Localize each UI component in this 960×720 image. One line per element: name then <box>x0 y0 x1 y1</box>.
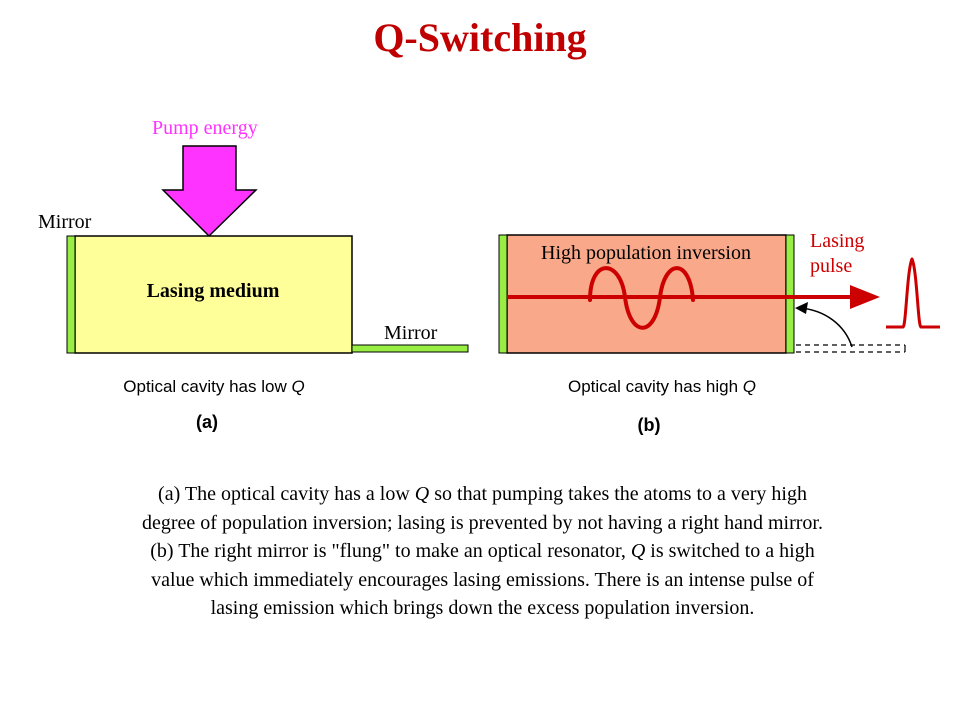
lasing-medium-label: Lasing medium <box>147 280 280 302</box>
caption-line-4: value which immediately encourages lasin… <box>151 568 814 591</box>
caption-line-1-post: so that pumping takes the atoms to a ver… <box>429 483 807 505</box>
caption-line-1-q: Q <box>414 483 430 505</box>
low-q-caption-q: Q <box>291 377 304 396</box>
figure-caption: (a) The optical cavity has a low Q so th… <box>60 480 905 623</box>
mirror-flip-curve <box>799 307 853 348</box>
lasing-medium-block <box>74 235 353 354</box>
left-mirror <box>66 235 76 354</box>
panel-a: Pump energy Mirror Lasing medium Mirror … <box>38 117 469 432</box>
high-q-caption-text: Optical cavity has high <box>568 377 743 396</box>
high-inversion-medium <box>506 234 787 354</box>
panel-b: High population inversion Lasing pulse O… <box>498 230 940 435</box>
panel-b-label: (b) <box>638 415 661 435</box>
high-inversion-label: High population inversion <box>541 242 751 264</box>
caption-line-1-pre: (a) The optical cavity has a low <box>158 483 415 505</box>
pump-arrow-icon <box>161 145 258 238</box>
high-q-caption-q: Q <box>743 377 756 396</box>
left-mirror-b <box>498 234 508 354</box>
right-mirror-label: Mirror <box>384 322 438 344</box>
lasing-pulse-label-line1: Lasing <box>810 230 864 252</box>
right-mirror-flat <box>351 344 469 353</box>
lasing-pulse-label-line2: pulse <box>810 255 852 277</box>
caption-line-2: degree of population inversion; lasing i… <box>142 511 823 534</box>
mirror-flip-arrow-icon <box>795 302 808 314</box>
caption-line-3-pre: (b) The right mirror is "flung" to make … <box>150 540 631 562</box>
beam-arrow-icon <box>850 285 880 309</box>
photon-wave <box>588 266 695 330</box>
low-q-caption-text: Optical cavity has low <box>123 377 291 396</box>
lasing-pulse-shape <box>886 257 940 329</box>
page-title: Q-Switching <box>373 15 587 60</box>
high-q-caption: Optical cavity has high Q <box>568 377 756 396</box>
caption-line-3-post: is switched to a high <box>645 540 815 562</box>
caption-line-5: lasing emission which brings down the ex… <box>210 597 755 619</box>
right-mirror-b <box>785 234 795 354</box>
low-q-caption: Optical cavity has low Q <box>123 377 304 396</box>
pump-energy-label: Pump energy <box>152 117 258 139</box>
panel-a-label: (a) <box>196 412 218 432</box>
left-mirror-label: Mirror <box>38 211 92 233</box>
caption-line-3-q: Q <box>630 540 646 562</box>
caption-line-1: (a) The optical cavity has a low Q so th… <box>60 480 905 509</box>
caption-line-3: (b) The right mirror is "flung" to make … <box>60 537 905 566</box>
